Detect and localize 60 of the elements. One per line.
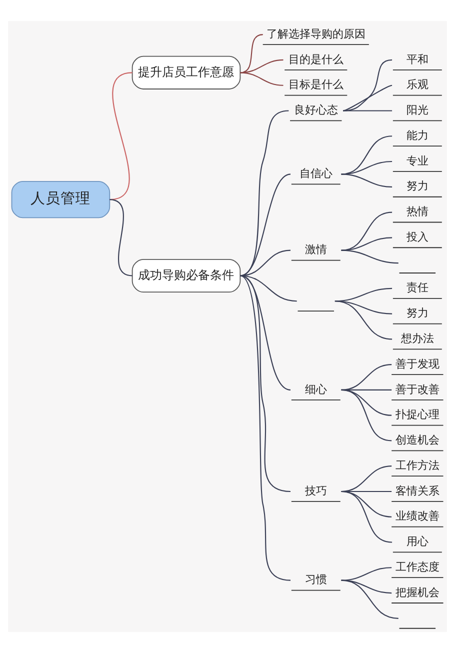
node-box: 人员管理 [11,180,110,218]
connector [240,274,297,302]
node-text: 创造机会 [395,433,440,446]
node-line [398,272,436,273]
connector [240,72,284,86]
node-text: 责任 [406,280,428,294]
node-line [297,310,334,312]
node-text: 工作方法 [395,458,440,472]
connector [341,211,392,250]
node-text: 激情 [304,242,327,256]
node-text: 业绩改善 [395,509,440,522]
connector [341,364,392,390]
connector [341,566,392,580]
node-text: 把握机会 [395,585,440,598]
node-text: 习惯 [304,572,327,586]
node-text: 投入 [406,230,428,243]
connector [341,388,392,441]
node-text: 自信心 [299,166,332,180]
node-text: 善于改善 [395,382,440,396]
node-text: 能力 [406,128,428,142]
node-text: 平和 [406,52,428,66]
connector [341,135,392,174]
node-text: 目的是什么 [288,52,344,66]
node-text: 用心 [406,534,428,548]
connector [341,490,392,542]
node-text: 细心 [304,382,327,396]
node-text: 阳光 [406,103,428,116]
connector [341,160,392,174]
node-text: 扑捉心理 [395,408,440,421]
node-text: 善于发现 [395,356,440,370]
connector [342,84,392,111]
connector [334,300,392,314]
connector [341,579,398,618]
connector [240,274,291,492]
node-box: 提升店员工作意愿 [132,55,241,89]
connector [110,198,132,276]
node-text: 客情关系 [395,484,440,497]
node-text: 热情 [406,204,428,218]
node-text: 想办法 [400,332,434,344]
node-text: 乐观 [406,78,428,91]
node-text: 了解选择导购的原因 [266,26,366,40]
node-text: 努力 [406,179,428,192]
node-line [398,627,436,628]
node-text: 专业 [406,154,428,167]
connector [341,249,398,264]
connector [110,72,132,200]
connector [240,274,291,580]
node-text: 良好心态 [294,103,338,116]
node-box: 成功导购必备条件 [132,258,241,292]
connector [343,110,392,111]
connector [341,236,392,250]
connector [341,173,392,187]
node-text: 目标是什么 [288,78,344,91]
connector [240,34,263,73]
connector [334,300,392,340]
connector [240,173,291,276]
connector [343,58,392,111]
node-text: 工作态度 [395,560,440,573]
node-text: 努力 [406,306,428,320]
node-text: 技巧 [304,484,327,497]
